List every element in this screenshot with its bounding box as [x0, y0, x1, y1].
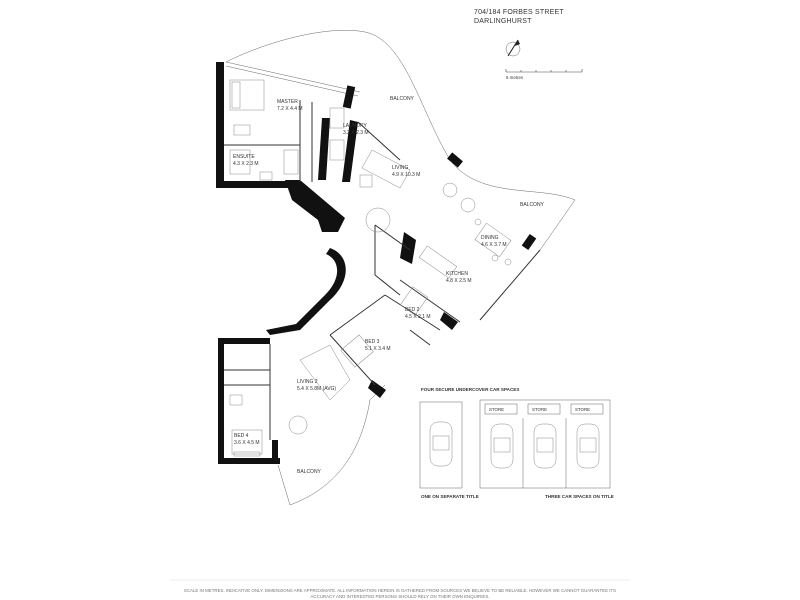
room-name: DINING [481, 235, 499, 241]
room-laundry: LAUNDRY 3.2 X 2.3 M [343, 123, 369, 136]
room-name: LIVING 2 [297, 379, 318, 385]
room-name: BED 2 [405, 307, 420, 313]
room-dims: 5.4 X 5.8M (AVG) [297, 386, 336, 392]
room-dims: 3.6 X 4.5 M [234, 440, 260, 446]
store-label-3: STORE [575, 407, 590, 412]
room-kitchen: KITCHEN 4.8 X 2.5 M [446, 271, 472, 284]
car-icon [533, 423, 557, 469]
room-name: BED 3 [365, 339, 380, 345]
scale-bar [505, 69, 583, 73]
store-label-1: STORE [489, 407, 504, 412]
room-name: LIVING [392, 165, 409, 171]
room-name: BED 4 [234, 433, 249, 439]
room-name: LAUNDRY [343, 123, 367, 129]
room-dims: 4.6 X 3.7 M [481, 242, 507, 248]
disclaimer-line1: SCALE IN METRES. INDICATIVE ONLY. DIMENS… [184, 588, 616, 593]
room-bed-3: BED 3 5.1 X 3.4 M [365, 339, 391, 352]
room-name: ENSUITE [233, 154, 255, 160]
room-dims: 4.5 X 2.1 M [405, 314, 431, 320]
room-living: LIVING 4.9 X 10.3 M [392, 165, 420, 178]
room-dining: DINING 4.6 X 3.7 M [481, 235, 507, 248]
disclaimer-line2: ACCURACY AND INTERESTED PERSONS SHOULD R… [311, 594, 490, 599]
room-living-2: LIVING 2 5.4 X 5.8M (AVG) [297, 379, 336, 392]
address-line1: 704/184 FORBES STREET [474, 9, 564, 16]
balcony-label-north: BALCONY [390, 96, 415, 102]
room-dims: 7.2 X 4.4 M [277, 106, 303, 112]
store-label-2: STORE [532, 407, 547, 412]
room-dims: 4.9 X 10.3 M [392, 172, 420, 178]
car-icon [490, 423, 514, 469]
interior-walls [224, 100, 541, 440]
furniture [229, 79, 512, 457]
scale-label: 5 metres [506, 75, 524, 80]
room-ensuite: ENSUITE 4.3 X 2.3 M [233, 154, 259, 167]
room-dims: 4.8 X 2.5 M [446, 278, 472, 284]
balcony-outlines [225, 30, 576, 506]
parking-caption-left: ONE ON SEPARATE TITLE [421, 494, 479, 499]
parking-spaces-titled [479, 399, 611, 489]
room-dims: 4.3 X 2.3 M [233, 161, 259, 167]
room-master: MASTER 7.2 X 4.4 M [277, 99, 303, 112]
room-name: KITCHEN [446, 271, 468, 277]
room-bed-2: BED 2 4.5 X 2.1 M [405, 307, 431, 320]
address-line2: DARLINGHURST [474, 18, 532, 25]
room-name: MASTER [277, 99, 298, 105]
car-icon [429, 421, 453, 467]
parking-title: FOUR SECURE UNDERCOVER CAR SPACES [421, 387, 519, 392]
car-icon [576, 423, 600, 469]
balcony-label-south: BALCONY [297, 469, 322, 475]
room-dims: 5.1 X 3.4 M [365, 346, 391, 352]
room-bed-4: BED 4 3.6 X 4.5 M [234, 433, 260, 446]
room-dims: 3.2 X 2.3 M [343, 130, 369, 136]
exterior-walls [216, 61, 537, 464]
parking-space-separate [419, 401, 463, 489]
parking-caption-right: THREE CAR SPACES ON TITLE [545, 494, 614, 499]
north-arrow-icon [505, 39, 521, 57]
balcony-label-east: BALCONY [520, 202, 545, 208]
